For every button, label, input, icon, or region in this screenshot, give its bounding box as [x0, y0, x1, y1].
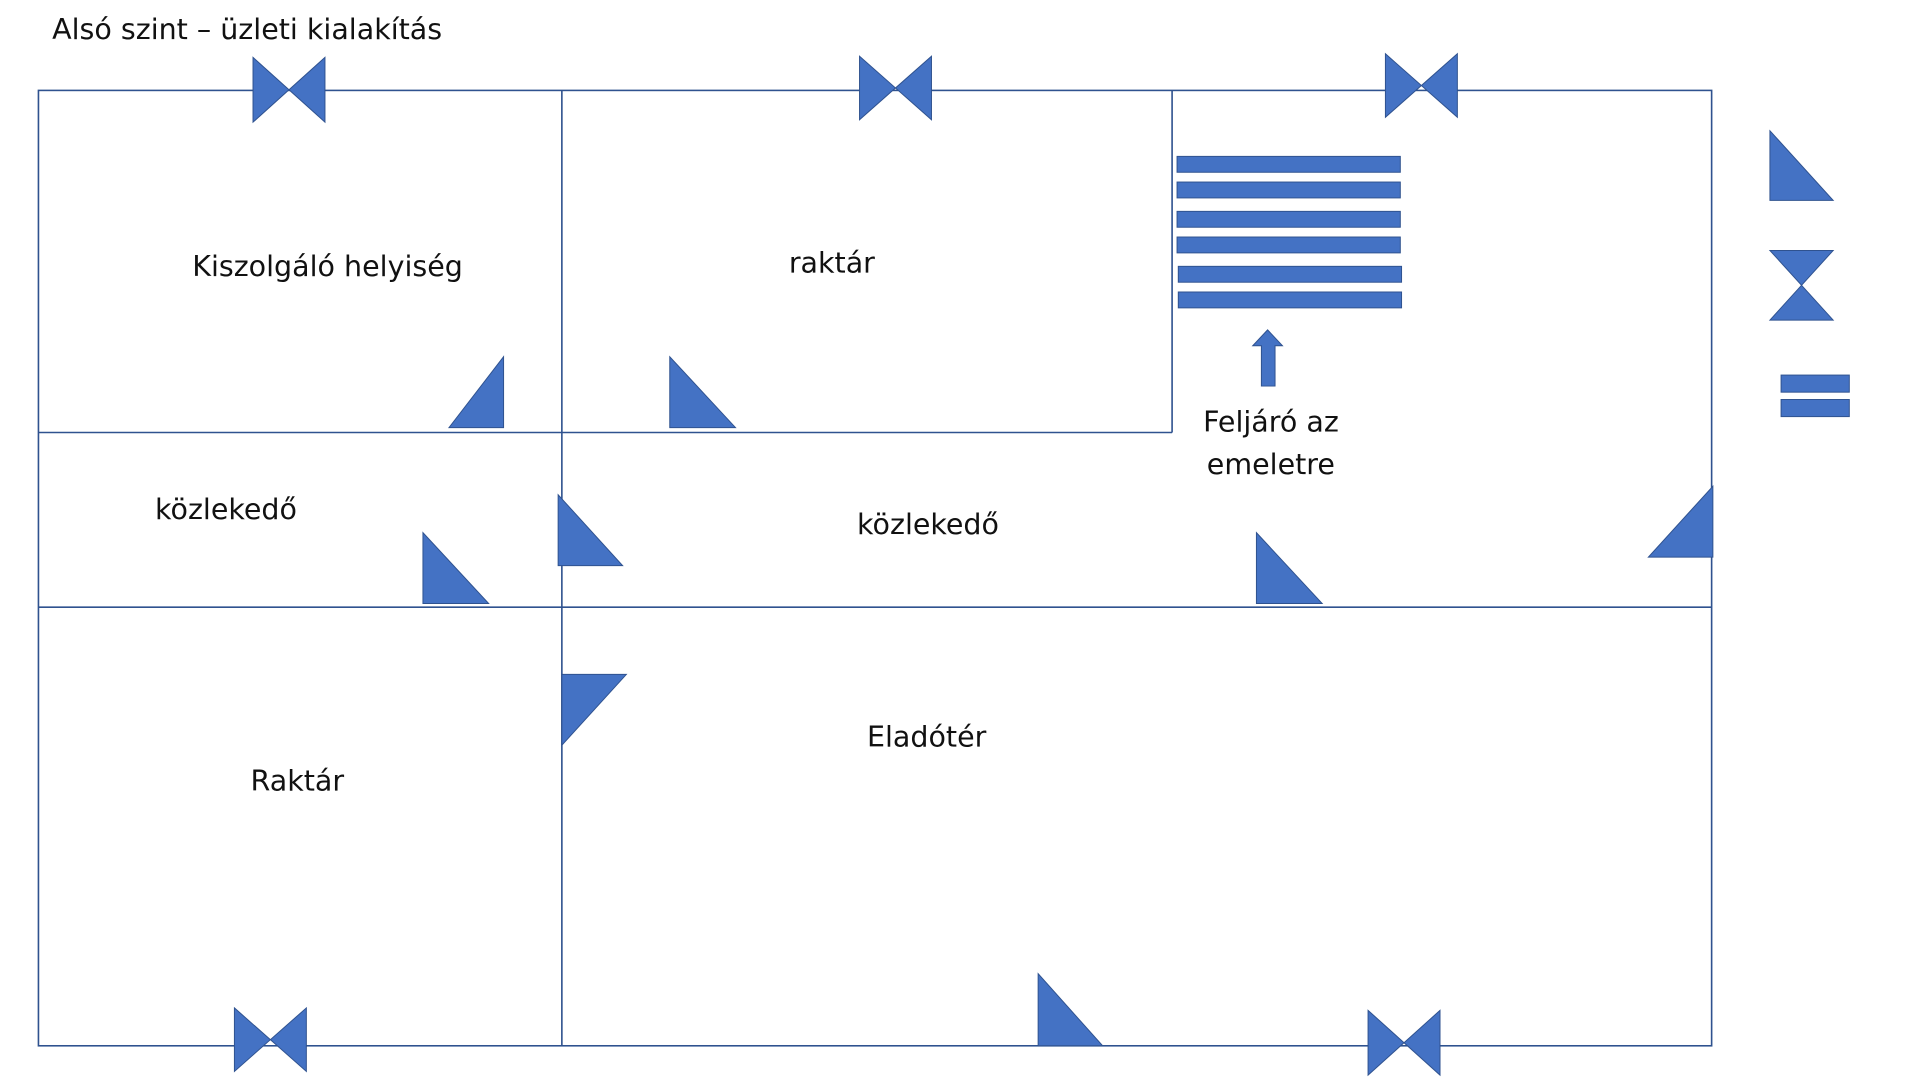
plan-title: Alsó szint – üzleti kialakítás [52, 13, 442, 46]
outer-wall [37, 89, 1713, 1047]
room-label-eladoter: Eladótér [867, 721, 987, 754]
door-icon [561, 673, 628, 747]
legend-stairs-icon [1780, 374, 1850, 393]
arrow-up-icon [1251, 329, 1284, 387]
walls [37, 89, 1713, 1047]
legend-window-icon [1768, 249, 1835, 321]
door-icon [422, 531, 490, 605]
room-label-raktar-small: raktár [789, 247, 875, 280]
window-icon [859, 55, 932, 121]
door-icon [557, 493, 624, 567]
legend-stairs-icon [1780, 399, 1850, 418]
window-icon [1384, 52, 1458, 119]
door-icon [669, 355, 737, 429]
stairs-icon [1176, 155, 1403, 309]
room-label-kozlekedo-main: közlekedő [857, 508, 999, 541]
window-icon [1367, 1009, 1441, 1077]
door-icon [1037, 972, 1104, 1047]
stairs-label-line1: Feljáró az [1203, 405, 1339, 438]
door-icon [447, 355, 505, 429]
legend [1768, 129, 1850, 418]
window-icon [252, 56, 326, 124]
door-icon [1647, 484, 1714, 558]
door-icon [1255, 531, 1324, 605]
windows [233, 52, 1458, 1077]
legend-door-icon [1769, 129, 1835, 201]
doors [422, 355, 1714, 1047]
room-label-raktar-big: Raktár [251, 765, 345, 798]
room-label-kiszolgalo: Kiszolgáló helyiség [192, 250, 463, 283]
window-icon [233, 1006, 307, 1073]
stairs-label-line2: emeletre [1207, 448, 1335, 481]
room-label-kozlekedo-left: közlekedő [155, 493, 297, 526]
